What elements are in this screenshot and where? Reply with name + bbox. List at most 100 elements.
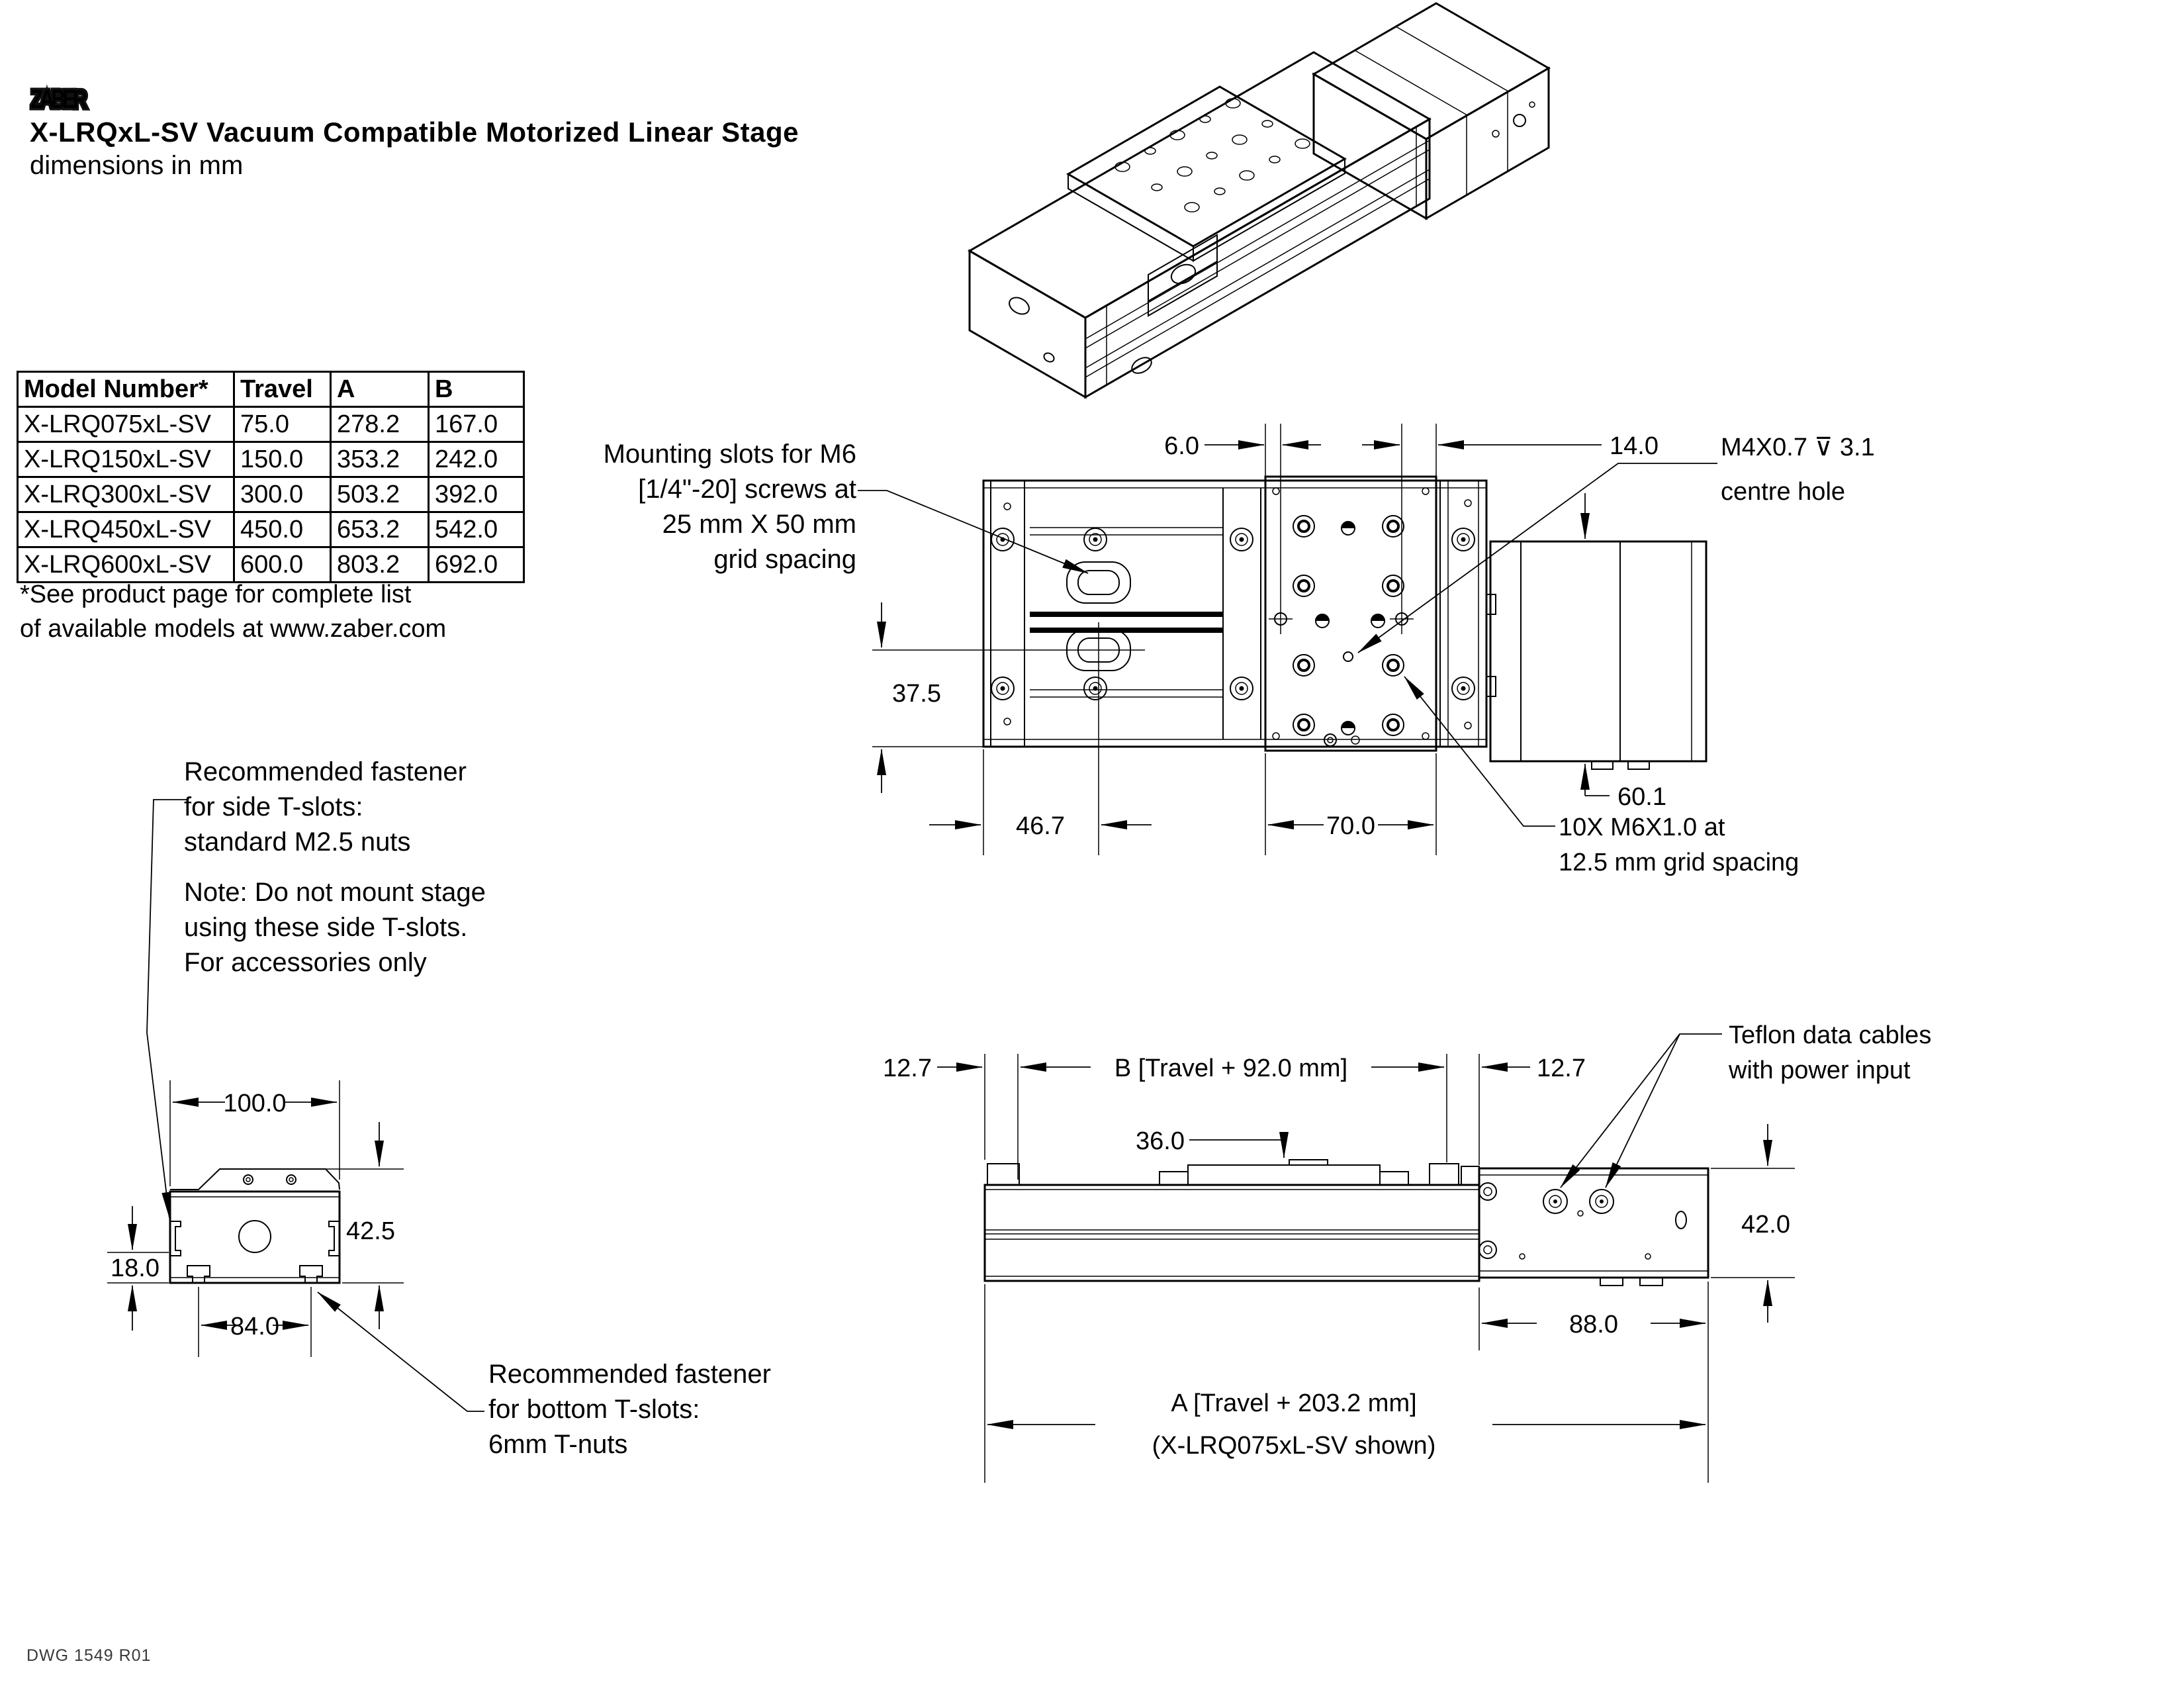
front-left-tslot xyxy=(170,1221,181,1256)
zaber-logo-text: ZABER xyxy=(30,85,87,113)
m4-label-line1: M4X0.7 ⊽ 3.1 xyxy=(1721,434,1875,461)
front-dim-84: 84.0 xyxy=(198,1287,312,1357)
plan-rail-screws xyxy=(991,502,1253,726)
mounting-note-line: grid spacing xyxy=(713,545,856,574)
dim-14: 14.0 xyxy=(1610,432,1659,460)
plan-dim-467-70: 46.7 70.0 xyxy=(929,749,1437,855)
dim-12-7-right: 12.7 xyxy=(1537,1055,1586,1082)
dim-70: 70.0 xyxy=(1326,812,1375,840)
footnote-line2: of available models at www.zaber.com xyxy=(20,615,447,643)
plan-right-plate xyxy=(1451,499,1496,729)
bottom-fastener-note: Recommended fastener for bottom T-slots:… xyxy=(488,1357,771,1462)
plan-dim-601: 60.1 xyxy=(1580,493,1666,811)
col-header-b: B xyxy=(428,371,525,408)
side-dim-A: A [Travel + 203.2 mm] (X-LRQ075xL-SV sho… xyxy=(984,1284,1706,1483)
m6-label-line1: 10X M6X1.0 at xyxy=(1559,814,1725,841)
data-cable-connector xyxy=(1589,1189,1614,1214)
cell-a: 353.2 xyxy=(330,441,430,478)
front-bottom-tslot-right xyxy=(299,1265,323,1283)
iso-motor-left-face xyxy=(1312,72,1428,220)
bottom-fastener-line: Recommended fastener xyxy=(488,1360,771,1389)
side-fastener-note: Recommended fastener for side T-slots: s… xyxy=(184,755,467,860)
side-dim-row: 12.7 B [Travel + 92.0 mm] 12.7 xyxy=(883,1054,1586,1180)
cell-travel: 300.0 xyxy=(233,476,332,513)
col-header-model: Model Number* xyxy=(17,371,235,408)
cell-b: 542.0 xyxy=(428,511,525,548)
page-subtitle: dimensions in mm xyxy=(30,151,244,180)
table-footnote: *See product page for complete list of a… xyxy=(20,577,446,646)
cell-travel: 75.0 xyxy=(233,406,332,443)
plan-dim-375: 37.5 xyxy=(872,602,986,793)
bottom-fastener-line: for bottom T-slots: xyxy=(488,1395,700,1424)
table-row: X-LRQ450xL-SV 450.0 653.2 542.0 xyxy=(17,511,525,548)
bottom-fastener-line: 6mm T-nuts xyxy=(488,1430,628,1459)
side-dim-42: 42.0 xyxy=(1711,1124,1795,1323)
teflon-label-line1: Teflon data cables xyxy=(1729,1021,1931,1049)
mounting-note-line: [1/4"-20] screws at xyxy=(638,475,856,504)
iso-rail-end-face xyxy=(968,249,1087,399)
side-dim-88: 88.0 xyxy=(1479,1282,1709,1483)
model-table: Model Number* Travel A B X-LRQ075xL-SV 7… xyxy=(17,371,525,583)
cell-a: 503.2 xyxy=(330,476,430,513)
iso-carriage-front-skirt xyxy=(1193,158,1345,262)
cell-model: X-LRQ600xL-SV xyxy=(17,546,235,583)
cell-model: X-LRQ450xL-SV xyxy=(17,511,235,548)
side-carriage xyxy=(1159,1159,1409,1186)
zaber-logo-svg: ZABER xyxy=(28,83,92,116)
table-row: X-LRQ150xL-SV 150.0 353.2 242.0 xyxy=(17,441,525,478)
m4-label-line2: centre hole xyxy=(1721,478,1845,506)
side-note-line: using these side T-slots. xyxy=(184,913,468,942)
plan-carriage-holes xyxy=(1269,487,1430,747)
front-view: 100.0 42.5 18.0 xyxy=(107,799,484,1412)
dim-B: B [Travel + 92.0 mm] xyxy=(1115,1055,1347,1082)
bottom-tslot-leader xyxy=(317,1291,484,1412)
plan-mounting-slots xyxy=(872,561,1145,855)
side-dim-36: 36.0 xyxy=(1136,1127,1289,1158)
plan-dim-6-14: 6.0 14.0 xyxy=(1164,424,1659,634)
top-view: 6.0 14.0 M4X0.7 ⊽ 3.1 centre hole 37.5 xyxy=(858,424,1875,876)
dim-100: 100.0 xyxy=(223,1090,286,1117)
cell-model: X-LRQ300xL-SV xyxy=(17,476,235,513)
cell-travel: 150.0 xyxy=(233,441,332,478)
teflon-callout: Teflon data cables with power input xyxy=(1560,1021,1931,1188)
side-tslot-warning-note: Note: Do not mount stage using these sid… xyxy=(184,875,486,980)
col-header-a: A xyxy=(330,371,430,408)
side-note-line: For accessories only xyxy=(184,948,427,977)
mounting-slots-leader xyxy=(858,490,1089,574)
iso-rail-front-face xyxy=(1084,117,1431,399)
teflon-label-line2: with power input xyxy=(1728,1056,1911,1084)
cell-a: 653.2 xyxy=(330,511,430,548)
side-right-stop xyxy=(1429,1163,1459,1186)
side-fastener-line: standard M2.5 nuts xyxy=(184,827,411,857)
dim-A-line1: A [Travel + 203.2 mm] xyxy=(1171,1389,1416,1417)
cell-travel: 600.0 xyxy=(233,546,332,583)
plan-m6-callout: 10X M6X1.0 at 12.5 mm grid spacing xyxy=(1404,676,1799,876)
table-row: X-LRQ075xL-SV 75.0 278.2 167.0 xyxy=(17,406,525,443)
side-fastener-line: Recommended fastener xyxy=(184,757,467,786)
front-dim-100: 100.0 xyxy=(169,1080,340,1186)
cell-b: 692.0 xyxy=(428,546,525,583)
dim-12-7-left: 12.7 xyxy=(883,1055,932,1082)
dim-37-5: 37.5 xyxy=(892,680,941,708)
front-dim-18: 18.0 xyxy=(107,1206,169,1331)
iso-carriage-holes xyxy=(1115,98,1310,212)
drawing-number: DWG 1549 R01 xyxy=(26,1646,152,1665)
front-dim-425: 42.5 xyxy=(326,1122,404,1329)
m6-label-line2: 12.5 mm grid spacing xyxy=(1559,849,1799,876)
cell-travel: 450.0 xyxy=(233,511,332,548)
side-fastener-line: for side T-slots: xyxy=(184,792,363,821)
m4-centre-hole xyxy=(1343,651,1353,662)
col-header-travel: Travel xyxy=(233,371,332,408)
dim-46-7: 46.7 xyxy=(1016,812,1065,840)
front-bottom-tslot-left xyxy=(187,1265,210,1283)
mounting-note-line: Mounting slots for M6 xyxy=(603,440,856,469)
iso-carriage-left-skirt xyxy=(1068,173,1194,262)
iso-end-hole xyxy=(1009,297,1030,315)
data-cable-connector xyxy=(1543,1189,1568,1214)
plan-carriage-plate xyxy=(1264,475,1437,752)
dim-60-1: 60.1 xyxy=(1617,783,1666,811)
side-note-line: Note: Do not mount stage xyxy=(184,878,486,907)
front-right-tslot xyxy=(328,1221,340,1256)
table-row: X-LRQ600xL-SV 600.0 803.2 692.0 xyxy=(17,546,525,583)
